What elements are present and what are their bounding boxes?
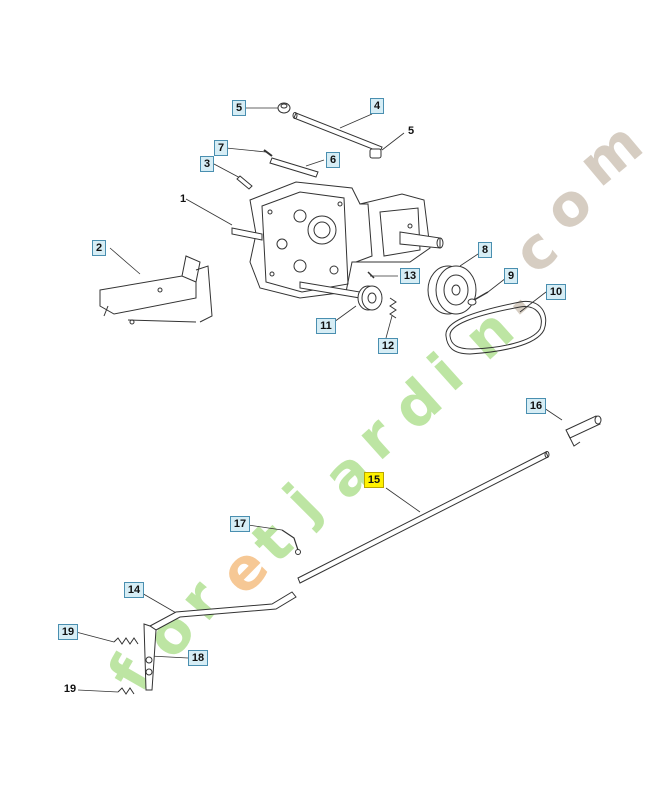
part-7-pin	[263, 149, 273, 157]
callout-3[interactable]: 3	[200, 156, 214, 172]
part-12-spring	[389, 297, 397, 319]
callout-5[interactable]: 5	[407, 125, 415, 137]
part-15-rod	[297, 451, 550, 584]
part-2-bracket	[99, 255, 213, 325]
part-3-key	[236, 175, 253, 190]
callout-11[interactable]: 11	[316, 318, 336, 334]
part-19-spring-lower	[117, 687, 135, 695]
callout-7[interactable]: 7	[214, 140, 228, 156]
callout-18[interactable]: 18	[188, 650, 208, 666]
part-11-pulley	[357, 285, 383, 311]
part-5-nut-top	[277, 102, 291, 114]
part-5-nut-right	[369, 148, 382, 159]
callout-2[interactable]: 2	[92, 240, 106, 256]
callout-1[interactable]: 1	[179, 193, 187, 205]
part-10-belt	[445, 300, 547, 355]
callout-4[interactable]: 4	[370, 98, 384, 114]
callout-17[interactable]: 17	[230, 516, 250, 532]
part-16-handle	[565, 415, 602, 447]
callout-6[interactable]: 6	[326, 152, 340, 168]
callout-19[interactable]: 19	[63, 683, 77, 695]
part-17-pin	[281, 529, 301, 555]
callout-19[interactable]: 19	[58, 624, 78, 640]
callout-12[interactable]: 12	[378, 338, 398, 354]
part-6-shaft	[269, 157, 319, 178]
callout-16[interactable]: 16	[526, 398, 546, 414]
callout-8[interactable]: 8	[478, 242, 492, 258]
callout-10[interactable]: 10	[546, 284, 566, 300]
callout-13[interactable]: 13	[400, 268, 420, 284]
callout-14[interactable]: 14	[124, 582, 144, 598]
part-9-bolt	[467, 291, 489, 306]
callout-5[interactable]: 5	[232, 100, 246, 116]
part-13-clip	[367, 271, 375, 279]
part-1-gearbox	[231, 181, 444, 299]
callout-9[interactable]: 9	[504, 268, 518, 284]
part-19-spring-upper	[113, 637, 139, 645]
part-14-lever	[143, 591, 297, 691]
leader-lines	[75, 107, 563, 693]
callout-15[interactable]: 15	[364, 472, 384, 488]
part-8-pulley	[427, 265, 477, 315]
part-4-axle	[292, 112, 383, 153]
